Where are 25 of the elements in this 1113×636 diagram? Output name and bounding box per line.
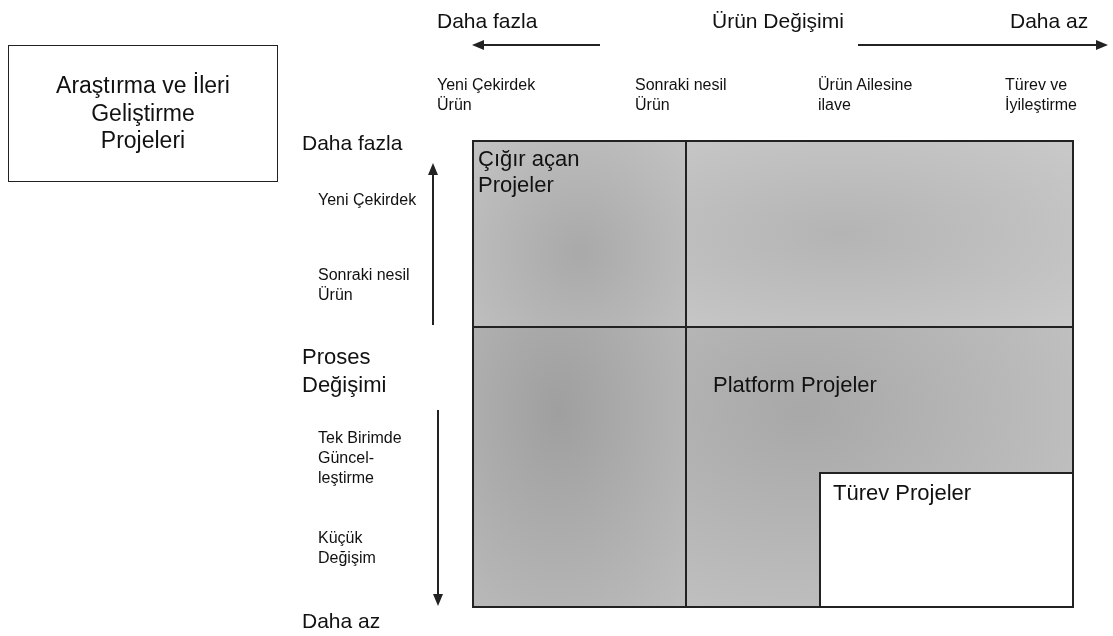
axis-label: Daha az — [302, 608, 382, 634]
quadrant-label: Platform Projeler — [713, 372, 878, 399]
axis-label: Ürün Ailesine ilave — [818, 75, 914, 115]
axis-label: Daha fazla — [302, 130, 404, 156]
matrix-box — [472, 140, 1074, 608]
quadrant-label: Çığır açan Projeler — [478, 146, 581, 199]
matrix-quadrant — [474, 142, 685, 326]
axis-label: Sonraki nesil Ürün — [635, 75, 728, 115]
axis-label: Daha fazla — [437, 8, 539, 34]
derivative-box — [819, 472, 1074, 608]
axis-label: Yeni Çekirdek Ürün — [437, 75, 537, 115]
axis-label: Küçük Değişim — [318, 528, 377, 568]
axis-label: Ürün Değişimi — [712, 8, 845, 34]
axis-label: Sonraki nesil Ürün — [318, 265, 411, 305]
axis-label: Yeni Çekirdek — [318, 190, 418, 210]
axis-label: Daha az — [1010, 8, 1090, 34]
quadrant-label: Türev Projeler — [833, 480, 973, 507]
axis-label: Tek Birimde Güncel- leştirme — [318, 428, 403, 488]
matrix-quadrant — [474, 328, 685, 606]
axis-label: Türev ve İyileştirme — [1005, 75, 1078, 115]
matrix-quadrant — [687, 142, 1072, 326]
axis-label: Proses Değişimi — [302, 343, 388, 398]
box-title: Araştırma ve İleri Geliştirme Projeleri — [55, 72, 231, 155]
title-box — [8, 45, 278, 182]
matrix-quadrant — [687, 328, 1072, 606]
